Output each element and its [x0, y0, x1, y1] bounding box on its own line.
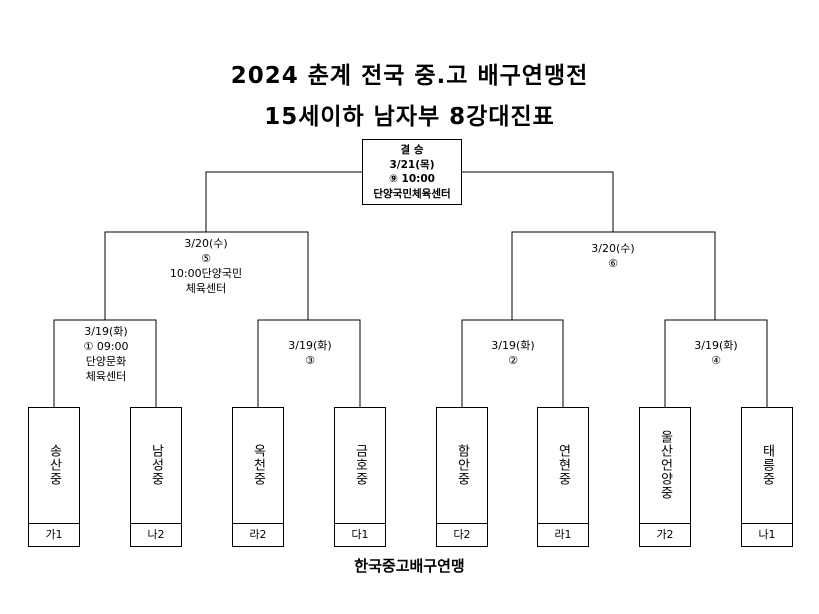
final-connector-right [462, 171, 614, 232]
final-match-box: 결 승 3/21(목) ⑨ 10:00 단양국민체육센터 [362, 139, 462, 205]
quarter-1-match: ① 09:00 [83, 340, 129, 353]
quarter-3-match: ③ [305, 354, 315, 367]
final-connector-left [205, 171, 362, 232]
team-seed: 라1 [538, 523, 588, 546]
quarter-1-venue2: 체육센터 [85, 370, 127, 383]
quarter-4-date: 3/19(화) [694, 339, 738, 352]
team-box: 금호중 다1 [334, 407, 386, 547]
semi-right-match: ⑥ [608, 257, 618, 270]
quarter-4-connector [664, 319, 768, 407]
team-box: 태릉중 나1 [741, 407, 793, 547]
quarter-3-connector [257, 319, 361, 407]
team-seed: 나2 [131, 523, 181, 546]
team-box: 남성중 나2 [130, 407, 182, 547]
semi-right-info: 3/20(수) ⑥ [553, 241, 673, 271]
semi-left-time-venue: 10:00단양국민 [169, 267, 243, 280]
semi-left-match: ⑤ [201, 252, 211, 265]
quarter-2-connector [461, 319, 564, 407]
quarter-2-info: 3/19(화) ② [467, 338, 559, 368]
team-seed: 라2 [233, 523, 283, 546]
team-name: 남성중 [148, 444, 164, 486]
semi-left-venue: 체육센터 [185, 282, 227, 295]
team-seed: 가1 [29, 523, 79, 546]
quarter-1-venue: 단양문화 [85, 355, 127, 368]
final-date: 3/21(목) [389, 158, 435, 171]
quarter-1-info: 3/19(화) ① 09:00 단양문화 체육센터 [60, 324, 152, 384]
team-seed: 가2 [640, 523, 690, 546]
quarter-3-info: 3/19(화) ③ [264, 338, 356, 368]
quarter-2-date: 3/19(화) [491, 339, 535, 352]
final-time: ⑨ 10:00 [389, 173, 435, 185]
team-name: 함안중 [454, 444, 470, 486]
team-name: 송산중 [46, 444, 62, 486]
team-box: 연현중 라1 [537, 407, 589, 547]
team-seed: 나1 [742, 523, 792, 546]
quarter-1-connector [53, 319, 157, 407]
organizer-footer: 한국중고배구연맹 [354, 557, 465, 575]
team-seed: 다2 [437, 523, 487, 546]
team-name: 태릉중 [759, 444, 775, 486]
semi-left-info: 3/20(수) ⑤ 10:00단양국민 체육센터 [146, 236, 266, 296]
quarter-4-match: ④ [711, 354, 721, 367]
quarter-1-date: 3/19(화) [84, 325, 128, 338]
team-box: 송산중 가1 [28, 407, 80, 547]
team-box: 옥천중 라2 [232, 407, 284, 547]
team-name: 옥천중 [250, 444, 266, 486]
quarter-2-match: ② [508, 354, 518, 367]
semi-right-date: 3/20(수) [591, 242, 635, 255]
semi-left-connector [104, 231, 309, 320]
team-name: 울산언양중 [657, 430, 673, 500]
team-seed: 다1 [335, 523, 385, 546]
team-name: 연현중 [555, 444, 571, 486]
semi-right-connector [511, 231, 716, 320]
quarter-4-info: 3/19(화) ④ [670, 338, 762, 368]
team-box: 울산언양중 가2 [639, 407, 691, 547]
final-label: 결 승 [400, 144, 424, 156]
team-name: 금호중 [352, 444, 368, 486]
semi-left-date: 3/20(수) [184, 237, 228, 250]
quarter-3-date: 3/19(화) [288, 339, 332, 352]
final-venue: 단양국민체육센터 [373, 187, 451, 200]
team-box: 함안중 다2 [436, 407, 488, 547]
bracket-subtitle: 15세이하 남자부 8강대진표 [264, 104, 555, 130]
tournament-title: 2024 춘계 전국 중.고 배구연맹전 [230, 63, 589, 89]
